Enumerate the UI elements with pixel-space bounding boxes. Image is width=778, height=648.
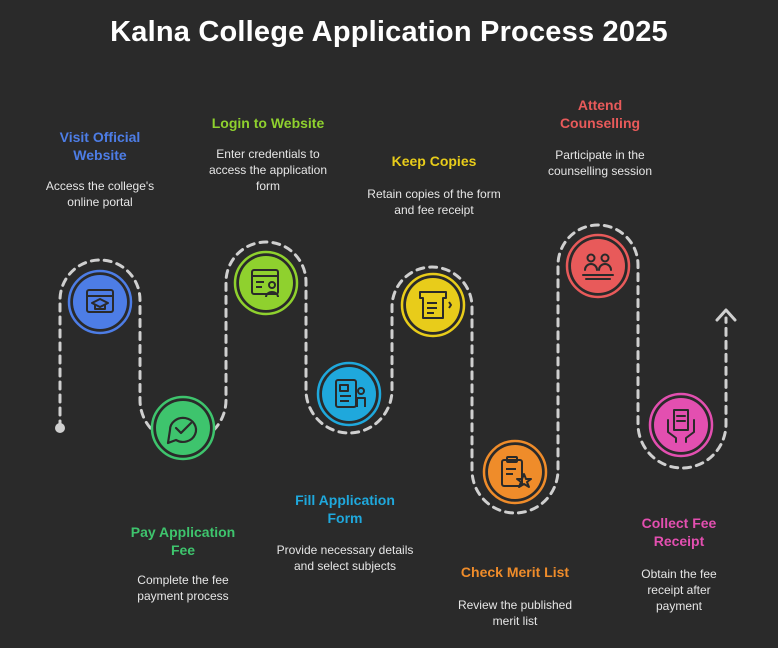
step-5-title: Keep Copies [391, 153, 477, 169]
step-3-node [233, 250, 299, 316]
step-6-description: Review the published merit list [457, 598, 573, 628]
step-7-node [565, 233, 631, 299]
step-4-title: Fill Application Form [295, 492, 395, 526]
step-5-description: Retain copies of the form and fee receip… [367, 187, 501, 217]
step-1-node [67, 269, 133, 335]
path-start-dot [55, 423, 65, 433]
step-6-title: Check Merit List [460, 564, 570, 580]
step-2-node [150, 395, 216, 461]
payment-check-icon [166, 416, 198, 445]
step-5-node [400, 272, 466, 338]
step-2-title: Pay Application Fee [130, 524, 236, 558]
page-title: Kalna College Application Process 2025 [110, 16, 668, 48]
step-2-description: Complete the fee payment process [137, 573, 229, 603]
clipboard-star-icon [501, 456, 532, 488]
form-person-icon [335, 379, 366, 408]
step-3-description: Enter credentials to access the applicat… [208, 147, 328, 193]
step-4-node [316, 361, 382, 427]
document-copies-icon [419, 291, 452, 319]
counselling-people-icon [582, 253, 614, 280]
step-8-description: Obtain the fee receipt after payment [641, 567, 717, 613]
step-4-description: Provide necessary details and select sub… [276, 543, 414, 573]
step-7-title: Attend Counselling [559, 97, 641, 131]
step-7-description: Participate in the counselling session [547, 148, 653, 178]
step-6-node [482, 439, 548, 505]
step-1-title: Visit Official Website [59, 129, 141, 163]
step-1-description: Access the college's online portal [45, 179, 155, 209]
receipt-hands-icon [667, 409, 695, 443]
step-8-node [648, 392, 714, 458]
step-8-title: Collect Fee Receipt [641, 515, 717, 549]
login-user-icon [251, 269, 279, 298]
path-end-arrow [715, 308, 737, 322]
step-3-title: Login to Website [211, 115, 325, 131]
website-education-icon [86, 289, 114, 313]
